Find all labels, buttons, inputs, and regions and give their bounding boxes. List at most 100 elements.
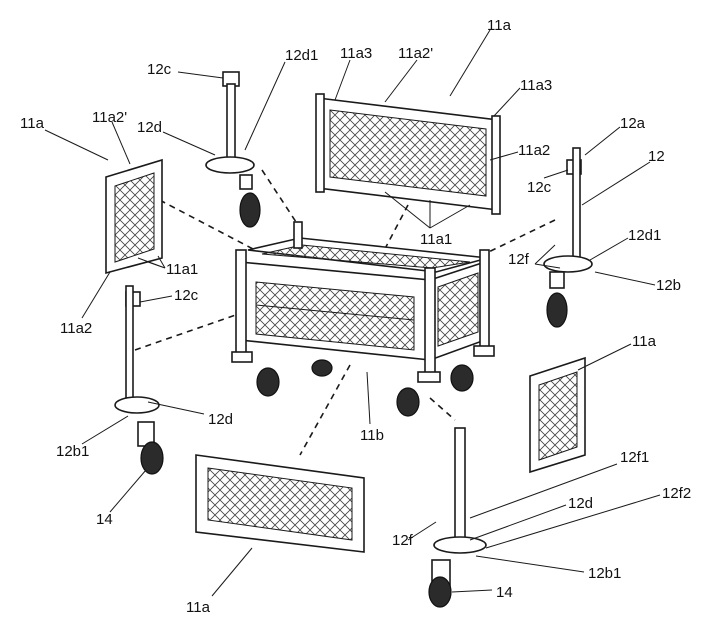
caster-assembly-right [543, 147, 593, 328]
cart-frame-body [231, 221, 495, 417]
label-11a2-left: 11a2 [60, 320, 92, 337]
leader-11a2-right [489, 151, 519, 161]
panel-11a-left [105, 158, 163, 275]
guide-line-caster-right [471, 219, 556, 261]
caster-r-plate [543, 255, 593, 273]
leader-12c-left [139, 295, 173, 303]
leader-11a3-right [493, 87, 521, 117]
frame-post-back-left [293, 221, 303, 249]
caster-r-wheel [546, 292, 568, 328]
panel-11a-top [315, 93, 501, 215]
guide-line-side-panel-left [149, 194, 256, 251]
leader-11a-bottom [211, 547, 253, 597]
label-11a3-right: 11a3 [520, 77, 552, 94]
leader-11a-right [577, 343, 632, 371]
label-12d1-top: 12d1 [285, 47, 318, 64]
guide-line-caster-top [261, 169, 301, 229]
label-11a-bottom: 11a [186, 599, 211, 616]
leader-11a3-top [334, 59, 351, 101]
frame-back-mesh [261, 244, 471, 269]
label-12a: 12a [620, 115, 646, 132]
label-14-lower: 14 [496, 584, 513, 601]
leader-12d1-top [244, 61, 286, 151]
leader-11a2p-top [384, 59, 418, 103]
label-12d1-right: 12d1 [628, 227, 661, 244]
leader-12b1-left [81, 415, 129, 445]
panel-bottom-mesh [207, 467, 353, 541]
leader-11b [366, 371, 371, 425]
leader-14-lower [451, 589, 493, 593]
guide-line-caster-left [134, 309, 251, 351]
label-14-left: 14 [96, 511, 113, 528]
frame-post-front-left [235, 249, 247, 361]
panel-top-post-right [491, 115, 501, 215]
label-12f2: 12f2 [662, 485, 691, 502]
panel-top-mesh [329, 109, 487, 197]
frame-side-mesh [437, 272, 479, 347]
caster-assembly-bottom [428, 427, 487, 608]
caster-assembly-top-left [205, 71, 261, 228]
leader-11a2-left [81, 271, 111, 319]
label-12b1-left: 12b1 [56, 443, 89, 460]
leader-11a2p-left [111, 121, 131, 165]
label-12c-right: 12c [527, 179, 552, 196]
guide-line-caster-bottom [429, 397, 456, 421]
caster-tl-plate [205, 156, 255, 174]
leader-12f2 [485, 494, 661, 549]
caster-r-fork [549, 271, 565, 289]
leader-12c-top [177, 71, 224, 79]
leader-12f1 [469, 463, 618, 519]
panel-right-mesh [538, 371, 578, 461]
label-11a2p-top: 11a2' [398, 45, 433, 62]
panel-11a-right [529, 356, 586, 474]
label-12d-upper: 12d [137, 119, 162, 136]
leader-12b [594, 271, 656, 286]
leader-12b1-lower [475, 555, 585, 573]
label-12d-lower: 12d [568, 495, 593, 512]
caster-b-wheel [428, 576, 452, 608]
guide-line-front-panel [299, 364, 351, 456]
leader-12d1-right [589, 237, 629, 261]
reference-labels: 11a 11a2' 11a3 12c 12d1 11a3 11a 11a2' 1… [20, 17, 691, 616]
label-11a-left: 11a [20, 115, 45, 132]
caster-l-plate [114, 396, 160, 414]
leader-14-left [109, 469, 147, 513]
leader-11a-left [44, 129, 109, 161]
leader-12d-left [147, 401, 205, 415]
frame-post-back-right [479, 249, 490, 353]
caster-tl-post [226, 83, 236, 161]
caster-r-post [572, 147, 581, 259]
caster-l-wheel [140, 441, 164, 475]
frame-base-plate-1 [231, 351, 253, 363]
label-11a2p-left: 11a2' [92, 109, 127, 126]
label-12b: 12b [656, 277, 681, 294]
caster-l-post [125, 285, 134, 399]
frame-wheel-front-left [256, 367, 280, 397]
label-11a1-center: 11a1 [420, 231, 452, 248]
leader-lines [44, 29, 661, 597]
label-12c-top: 12c [147, 61, 172, 78]
label-12: 12 [648, 148, 665, 165]
label-11a-right: 11a [632, 333, 657, 350]
leader-12 [581, 161, 651, 206]
leader-12d-upper [162, 131, 216, 156]
label-11b: 11b [360, 427, 384, 444]
label-11a1-left: 11a1 [166, 261, 198, 278]
leader-11a-top [449, 29, 491, 97]
leader-12f-right [534, 244, 561, 269]
label-11a3-top: 11a3 [340, 45, 372, 62]
leader-11a1-left [137, 255, 166, 269]
label-12c-left: 12c [174, 287, 199, 304]
frame-base-plate-2 [417, 371, 441, 383]
frame-wheel-back-left [311, 359, 333, 377]
label-12b1-lower: 12b1 [588, 565, 621, 582]
caster-b-post [454, 427, 466, 539]
leader-12f-lower [407, 521, 437, 541]
label-11a2-right: 11a2 [518, 142, 550, 159]
assembly-guide-lines [134, 169, 556, 456]
label-12d-left: 12d [208, 411, 233, 428]
frame-wheel-front-right [396, 387, 420, 417]
label-11a-top: 11a [487, 17, 512, 34]
panel-11a-bottom [195, 454, 365, 553]
